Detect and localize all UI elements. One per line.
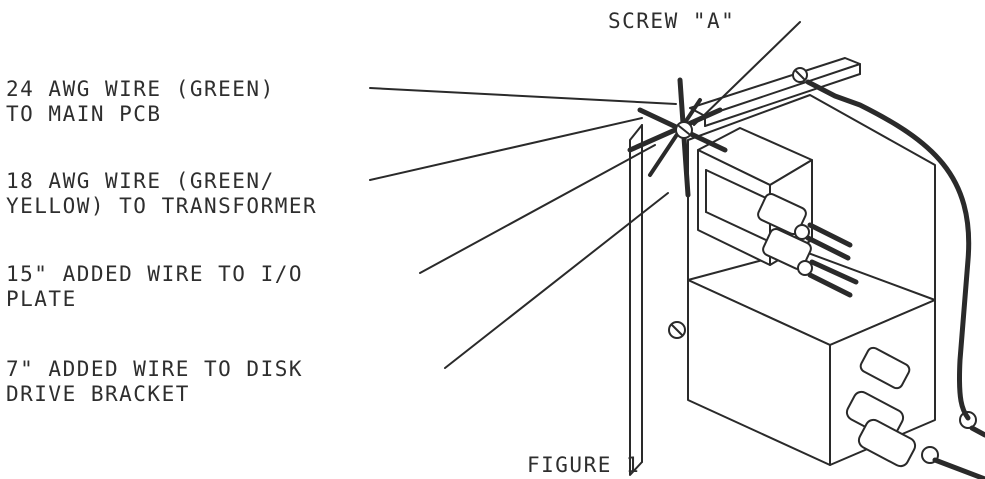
callout-18awg-wire: 18 AWG WIRE (GREEN/ YELLOW) TO TRANSFORM… <box>6 169 317 219</box>
figure-caption: FIGURE 1 <box>527 453 641 477</box>
mounting-plate <box>629 124 643 476</box>
screw-a-assembly <box>627 77 728 198</box>
screw-a-label: SCREW "A" <box>608 9 736 33</box>
callout-line: 18 AWG WIRE (GREEN/ <box>6 169 275 193</box>
ground-wire-right <box>792 67 972 421</box>
callout-24awg-wire: 24 AWG WIRE (GREEN) TO MAIN PCB <box>6 77 275 127</box>
callout-line: TO MAIN PCB <box>6 102 162 126</box>
callout-line: 7" ADDED WIRE TO DISK <box>6 357 304 381</box>
front-connectors <box>845 346 985 479</box>
callout-io-plate-wire: 15" ADDED WIRE TO I/O PLATE <box>6 262 303 312</box>
callout-line: 15" ADDED WIRE TO I/O <box>6 262 304 286</box>
callout-line: PLATE <box>6 287 77 311</box>
callout-line: 24 AWG WIRE (GREEN) <box>6 77 275 101</box>
terminal-connectors <box>757 192 859 298</box>
callout-disk-bracket-wire: 7" ADDED WIRE TO DISK DRIVE BRACKET <box>6 357 303 407</box>
callout-line: YELLOW) TO TRANSFORMER <box>6 194 318 218</box>
leader-lines <box>369 21 801 369</box>
callout-line: DRIVE BRACKET <box>6 382 190 406</box>
